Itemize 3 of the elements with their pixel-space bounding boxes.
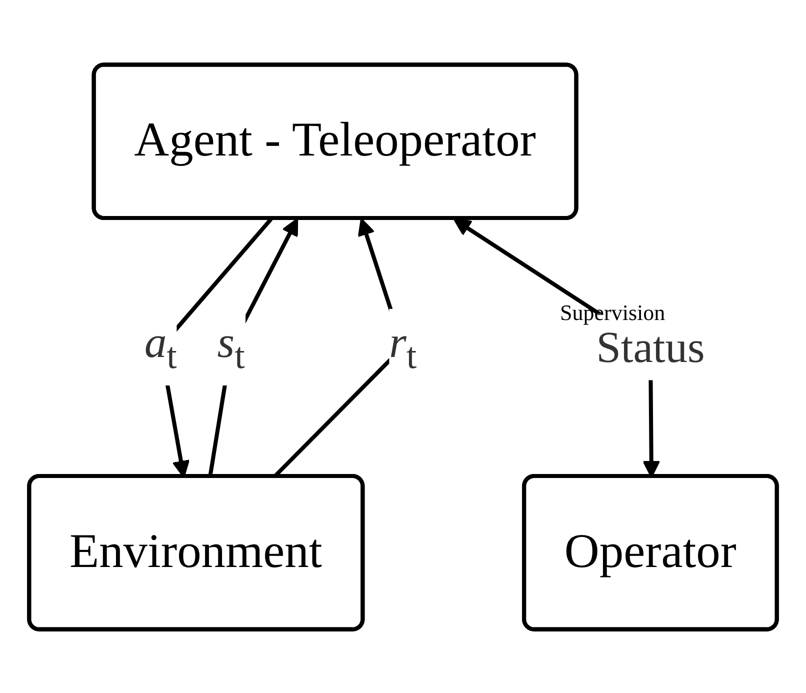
edge-label: r$_{t}$ (389, 316, 417, 376)
edge-label: s$_{t}$ (217, 316, 245, 376)
edge-label: a$_{t}$ (144, 316, 177, 376)
